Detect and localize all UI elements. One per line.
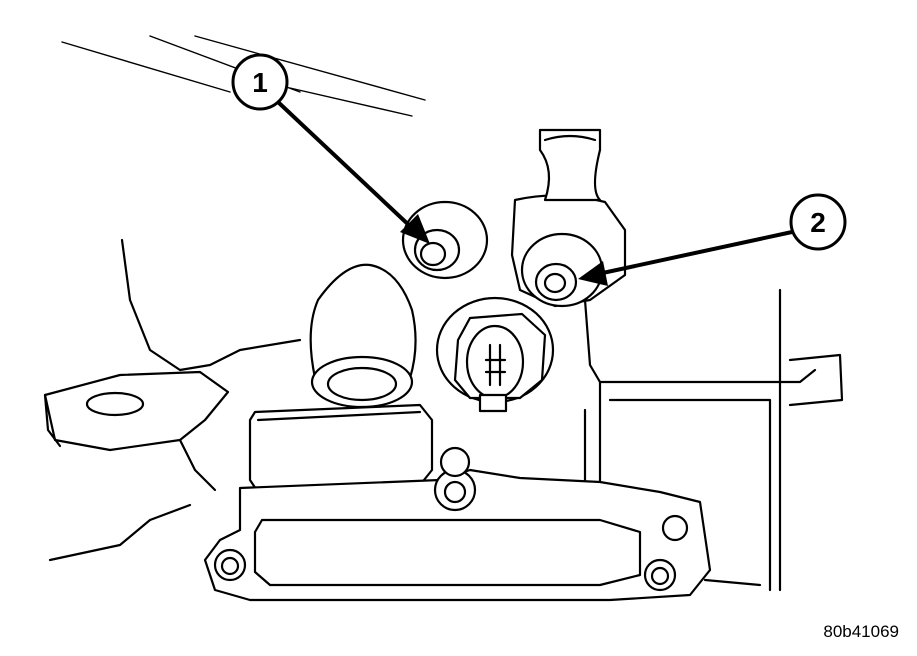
- bolt-boss-1: [401, 200, 489, 280]
- callout-1: 1: [231, 53, 289, 111]
- callout-arrow-2: [578, 230, 793, 286]
- dome-housing: [309, 263, 417, 409]
- figure-id: 80b41069: [823, 622, 899, 641]
- housing-outline-left: [120, 238, 302, 372]
- callout-1-label: 1: [252, 67, 268, 98]
- valve-body-cover: [203, 403, 712, 602]
- bolt-boss-2: [510, 128, 627, 308]
- mounting-bracket: [43, 370, 230, 492]
- callout-arrow-1: [276, 100, 430, 244]
- callout-2: 2: [789, 193, 847, 251]
- pressure-sensor: [435, 296, 555, 413]
- housing-outline-lower-left: [48, 503, 192, 562]
- callout-2-label: 2: [810, 207, 826, 238]
